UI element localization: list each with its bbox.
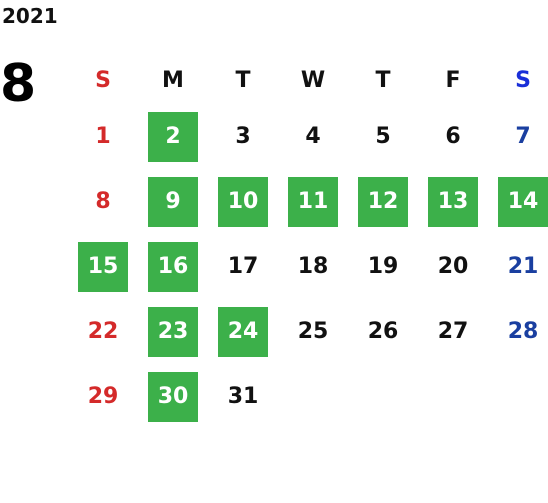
day-number: 29	[87, 384, 119, 409]
weekday-header-mon: M	[162, 67, 184, 93]
day-number: 8	[95, 189, 111, 214]
day-cell[interactable]: 20	[418, 234, 488, 299]
day-number: 22	[87, 319, 119, 344]
day-cell[interactable]: 19	[348, 234, 418, 299]
day-number: 5	[375, 124, 391, 149]
day-cell[interactable]: 26	[348, 299, 418, 364]
day-number: 19	[367, 254, 399, 279]
day-cell[interactable]: 15	[68, 234, 138, 299]
day-cell[interactable]: 17	[208, 234, 278, 299]
day-number: 3	[235, 124, 251, 149]
day-cell[interactable]: 2	[138, 104, 208, 169]
day-cell[interactable]: 8	[68, 169, 138, 234]
month-number: 8	[0, 54, 37, 114]
day-number: 12	[358, 176, 408, 227]
day-number: 15	[78, 241, 128, 292]
day-number: 25	[297, 319, 329, 344]
day-cell[interactable]: 3	[208, 104, 278, 169]
day-cell[interactable]: 11	[278, 169, 348, 234]
day-cell[interactable]: 22	[68, 299, 138, 364]
day-number: 23	[148, 306, 198, 357]
day-number: 9	[148, 176, 198, 227]
day-number: 14	[498, 176, 548, 227]
day-number	[358, 372, 408, 422]
day-cell[interactable]: 6	[418, 104, 488, 169]
day-number: 17	[227, 254, 259, 279]
day-cell[interactable]: 25	[278, 299, 348, 364]
empty-cell	[278, 364, 348, 429]
day-cell[interactable]: 29	[68, 364, 138, 429]
day-number	[288, 372, 338, 422]
weekday-header-sat: S	[515, 67, 531, 93]
day-number	[498, 372, 548, 422]
day-number: 20	[437, 254, 469, 279]
year-label: 2021	[2, 4, 58, 28]
weekday-header-tue: T	[235, 67, 251, 93]
day-number: 24	[218, 306, 268, 357]
day-cell[interactable]: 4	[278, 104, 348, 169]
empty-cell	[348, 364, 418, 429]
day-cell[interactable]: 30	[138, 364, 208, 429]
weekday-header-sun: S	[95, 67, 111, 93]
weekday-header-wed: W	[300, 67, 326, 93]
day-number: 2	[148, 111, 198, 162]
day-number: 10	[218, 176, 268, 227]
day-number: 16	[148, 241, 198, 292]
day-cell[interactable]: 14	[488, 169, 548, 234]
empty-cell	[488, 364, 548, 429]
day-number: 28	[507, 319, 539, 344]
day-number: 27	[437, 319, 469, 344]
day-cell[interactable]: 9	[138, 169, 208, 234]
day-number: 18	[297, 254, 329, 279]
weekday-header-fri: F	[445, 67, 461, 93]
day-cell[interactable]: 23	[138, 299, 208, 364]
day-cell[interactable]: 10	[208, 169, 278, 234]
day-number: 11	[288, 176, 338, 227]
day-number: 4	[305, 124, 321, 149]
day-number: 13	[428, 176, 478, 227]
day-cell[interactable]: 18	[278, 234, 348, 299]
day-cell[interactable]: 16	[138, 234, 208, 299]
day-number	[428, 372, 478, 422]
day-cell[interactable]: 5	[348, 104, 418, 169]
empty-cell	[418, 364, 488, 429]
day-cell[interactable]: 13	[418, 169, 488, 234]
day-number: 1	[95, 124, 111, 149]
day-number: 26	[367, 319, 399, 344]
day-cell[interactable]: 27	[418, 299, 488, 364]
day-number: 21	[507, 254, 539, 279]
day-cell[interactable]: 28	[488, 299, 548, 364]
day-cell[interactable]: 21	[488, 234, 548, 299]
day-number: 6	[445, 124, 461, 149]
day-number: 30	[148, 371, 198, 422]
day-number: 7	[515, 124, 531, 149]
day-cell[interactable]: 7	[488, 104, 548, 169]
weekday-header-thu: T	[375, 67, 391, 93]
day-cell[interactable]: 1	[68, 104, 138, 169]
day-cell[interactable]: 12	[348, 169, 418, 234]
day-cell[interactable]: 24	[208, 299, 278, 364]
day-number: 31	[227, 384, 259, 409]
day-cell[interactable]: 31	[208, 364, 278, 429]
